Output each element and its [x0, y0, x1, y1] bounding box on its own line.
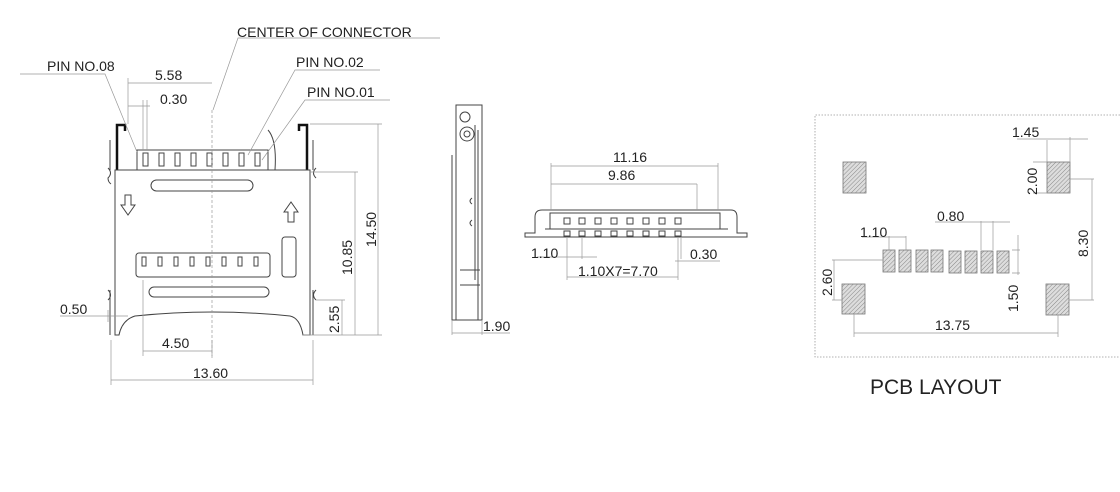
dim-9-86: 9.86 [608, 167, 635, 183]
dim-13-75: 13.75 [935, 317, 970, 333]
center-of-connector-label: CENTER OF CONNECTOR [237, 24, 412, 40]
dim-0-30: 0.30 [160, 91, 187, 107]
top-view: CENTER OF CONNECTOR PIN NO.08 PIN NO.02 … [20, 24, 440, 385]
dim-1-10: 1.10 [531, 245, 558, 261]
dim-pitch: 1.10X7=7.70 [578, 263, 658, 279]
dim-1-90: 1.90 [483, 318, 510, 334]
dim-2-00: 2.00 [1024, 168, 1040, 195]
dim-0-80: 0.80 [937, 208, 964, 224]
dim-5-58: 5.58 [155, 67, 182, 83]
pin-08-label: PIN NO.08 [47, 58, 115, 74]
pin-02-label: PIN NO.02 [296, 54, 364, 70]
dim-4-50: 4.50 [162, 335, 189, 351]
pcb-layout-title: PCB LAYOUT [870, 376, 1002, 399]
dim-8-30: 8.30 [1075, 230, 1091, 257]
dim-10-85: 10.85 [339, 240, 355, 275]
dim-14-50: 14.50 [363, 212, 379, 247]
dim-2-60: 2.60 [819, 269, 835, 296]
dim-2-55: 2.55 [326, 306, 342, 333]
pin-01-label: PIN NO.01 [307, 84, 375, 100]
dim-11-16: 11.16 [613, 149, 647, 165]
dim-0-50: 0.50 [60, 301, 87, 317]
dim-1-10: 1.10 [860, 224, 887, 240]
dim-13-60: 13.60 [193, 365, 228, 381]
front-view: 11.16 9.86 1.10 0.30 1.10X7=7.70 [524, 149, 748, 280]
pcb-layout: 1.45 2.00 0.80 1.10 8.30 2.60 1.50 13.75… [814, 114, 1120, 399]
dim-0-30: 0.30 [690, 246, 717, 262]
side-view: 1.90 [451, 104, 510, 335]
dim-1-45: 1.45 [1012, 124, 1039, 140]
dim-1-50: 1.50 [1005, 285, 1021, 312]
